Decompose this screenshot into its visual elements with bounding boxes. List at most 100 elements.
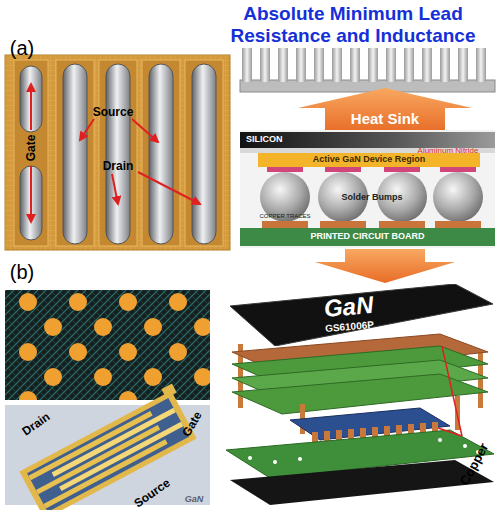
node-text: GaN	[323, 292, 374, 323]
source-finger	[52, 408, 176, 477]
fin	[278, 48, 288, 82]
fin	[332, 48, 342, 82]
fin	[242, 48, 252, 82]
solder-bar	[192, 64, 216, 244]
pad-cell	[56, 60, 94, 246]
bump-pad	[440, 167, 476, 172]
die-texture	[5, 55, 230, 250]
heat-arrow	[298, 88, 472, 132]
pcb-hole	[298, 457, 302, 461]
pad-cell	[142, 60, 180, 246]
cross-section-bg	[240, 130, 495, 248]
copper-trace	[379, 221, 425, 228]
copper-trace	[320, 221, 366, 228]
pcb-holes	[248, 438, 480, 464]
pointer-arrow	[30, 166, 32, 222]
solder-bar	[20, 166, 42, 240]
pcb-hole	[248, 456, 252, 460]
pad-cell	[99, 60, 137, 246]
solder-bump	[433, 172, 483, 222]
terminal-label: Drain	[103, 160, 134, 172]
bump-dot	[44, 318, 62, 336]
bottom-plate	[230, 460, 494, 505]
bump-dot	[194, 318, 210, 336]
down-arrow	[315, 249, 455, 283]
package-lid: GaNGS61006P	[225, 284, 493, 346]
terminal-label: Source	[93, 106, 134, 118]
silicon-layer: SILICON	[240, 132, 495, 148]
copper-trace	[262, 221, 308, 228]
bump-dot	[69, 293, 87, 311]
die-photo	[5, 55, 230, 250]
part-label: Copper	[458, 441, 491, 487]
solder-bar	[149, 64, 173, 244]
pointer-arrow	[132, 119, 158, 142]
fin	[458, 48, 468, 82]
wafer-traces	[5, 290, 210, 400]
drain-finger	[36, 425, 160, 494]
gate-pad	[161, 384, 176, 398]
bump-array	[19, 293, 210, 400]
fin	[314, 48, 324, 82]
terminal-label: Source	[132, 476, 172, 509]
lid-shape	[230, 284, 493, 346]
leader-line	[442, 346, 462, 436]
pointer-arrow	[30, 84, 32, 130]
pad-cell	[14, 60, 48, 246]
bump-dot	[19, 293, 37, 311]
bump-pad	[384, 167, 420, 172]
part-label: Solder Bumps	[341, 193, 402, 202]
interdigitated-device	[17, 384, 201, 510]
solder-bar	[106, 64, 130, 244]
pcb-hole	[438, 438, 442, 442]
leader-line	[438, 428, 462, 436]
bump-dot	[19, 343, 37, 361]
fin	[404, 48, 414, 82]
terminal-label: Gate	[180, 409, 204, 438]
wafer-photo	[5, 290, 210, 400]
bump-dot	[194, 368, 210, 386]
node-text: PRINTED CIRCUIT BOARD	[311, 232, 425, 242]
panel-label: (b)	[10, 262, 34, 282]
copper-trace	[435, 221, 481, 228]
pcb-band: PRINTED CIRCUIT BOARD	[240, 228, 495, 246]
solder-bar	[63, 64, 87, 244]
part-label: COPPER TRACES	[259, 213, 310, 219]
bump-pad	[325, 167, 361, 172]
fin	[422, 48, 432, 82]
fin	[260, 48, 270, 82]
bump-dot	[119, 293, 137, 311]
fin	[440, 48, 450, 82]
fin	[476, 48, 486, 82]
bump-pad	[267, 167, 303, 172]
active-region-band: Active GaN Device Region	[258, 153, 480, 167]
arrow-label: Heat Sink	[351, 111, 419, 126]
device-body	[27, 398, 189, 510]
bump-dot	[119, 391, 137, 400]
title-text: Absolute Minimum Lead Resistance and Ind…	[208, 3, 498, 47]
bump-dot	[119, 343, 137, 361]
bump-dot	[144, 318, 162, 336]
bump-dot	[169, 343, 187, 361]
bump-dot	[144, 368, 162, 386]
bump-dot	[169, 293, 187, 311]
pcb-hole	[273, 460, 277, 464]
solder-bump	[260, 172, 310, 222]
node-text: Active GaN Device Region	[313, 155, 426, 165]
bump-dot	[94, 318, 112, 336]
pcb-hole	[463, 444, 467, 448]
fin	[386, 48, 396, 82]
bump-dot	[19, 391, 37, 400]
solder-bar	[20, 66, 42, 132]
pointer-arrow	[138, 172, 200, 204]
layer-label: Aluminum Nitride	[418, 147, 479, 155]
pointer-arrow	[112, 174, 118, 204]
heat-sink-fins	[242, 48, 486, 82]
terminal-label: Gate	[25, 135, 37, 162]
watermark: GaN	[185, 495, 204, 504]
node-text: SILICON	[246, 135, 283, 145]
pad-cell	[185, 60, 223, 246]
fin	[368, 48, 378, 82]
